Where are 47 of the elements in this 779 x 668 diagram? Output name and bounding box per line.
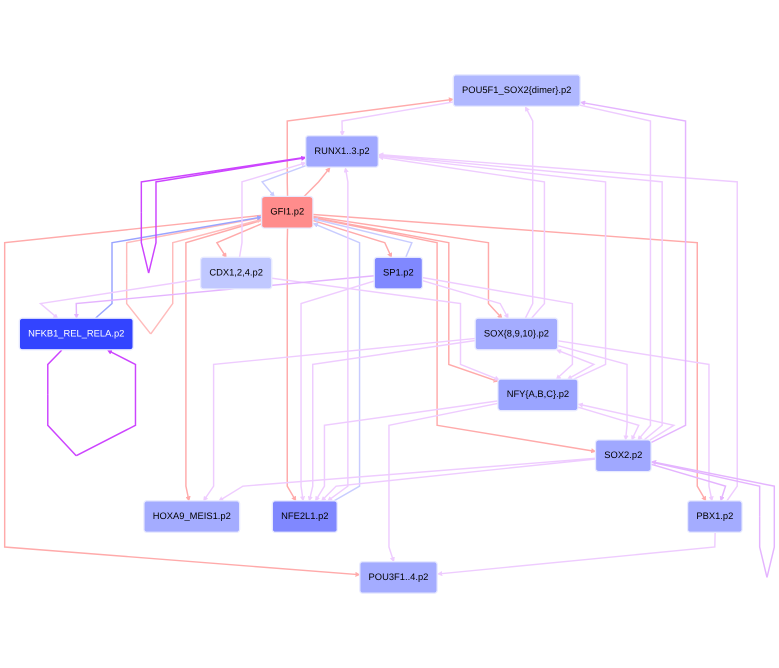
arrow: [558, 340, 714, 502]
arrow: [327, 168, 349, 502]
arrow: [388, 402, 498, 562]
arrow: [321, 458, 596, 502]
arrow: [422, 280, 509, 319]
arrow: [378, 152, 738, 502]
arrow: [260, 164, 306, 197]
arrow: [378, 155, 546, 319]
arrow: [300, 280, 375, 502]
arrow: [203, 338, 476, 502]
arrow: [303, 167, 330, 198]
arrow: [378, 153, 663, 441]
arrow: [286, 97, 454, 197]
arrow: [4, 214, 360, 577]
arrow: [94, 215, 262, 320]
arrow: [524, 106, 534, 319]
arrow: [313, 216, 499, 382]
arrow: [580, 104, 652, 440]
arrow: [558, 344, 629, 440]
arrow: [38, 278, 201, 319]
arrow: [651, 460, 776, 578]
arrow: [218, 458, 596, 502]
arrow: [308, 340, 476, 502]
arrow: [313, 216, 502, 319]
arrow: [437, 532, 716, 576]
arrow: [578, 402, 676, 442]
arrow: [238, 162, 306, 258]
arrow: [313, 217, 596, 454]
arrow: [556, 349, 596, 380]
arrow: [313, 220, 392, 258]
arrow: [286, 228, 296, 502]
arrow: [216, 223, 262, 258]
arrow: [378, 154, 606, 380]
arrow: [272, 278, 500, 381]
arrow: [651, 464, 726, 502]
arrow: [140, 156, 306, 274]
arrow: [47, 350, 136, 456]
arrow: [313, 214, 706, 502]
arrow: [126, 216, 262, 334]
arrow: [340, 101, 454, 136]
arrow: [313, 222, 360, 502]
arrow: [580, 100, 686, 444]
arrow: [185, 220, 262, 502]
arrow: [422, 276, 574, 380]
arrow: [313, 217, 413, 258]
arrow: [315, 400, 498, 502]
arrow: [578, 406, 640, 440]
